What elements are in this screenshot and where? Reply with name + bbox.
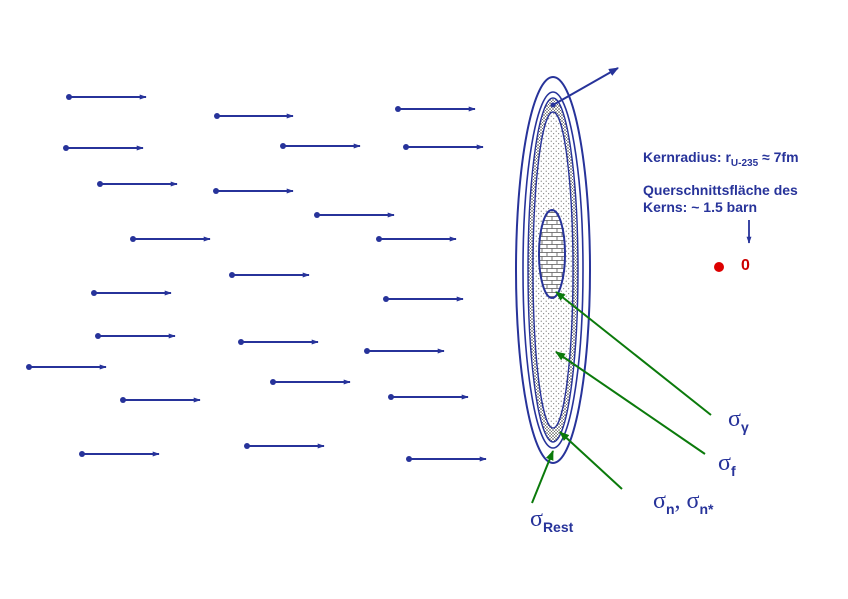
neutron-arrow xyxy=(97,181,178,187)
sigma-gamma-label: σγ xyxy=(728,406,749,435)
pointer-rest xyxy=(531,450,554,504)
neutron-arrow xyxy=(214,113,294,119)
neutron-arrow xyxy=(229,272,310,278)
label-pointers xyxy=(531,291,712,504)
neutron-arrow xyxy=(270,379,351,385)
neutron-arrow xyxy=(130,236,211,242)
neutron-arrow xyxy=(95,333,176,339)
target-cross-section xyxy=(515,76,591,464)
neutron-arrow xyxy=(213,188,294,194)
neutron-arrow xyxy=(66,94,147,100)
neutron-flux xyxy=(26,94,487,462)
neutron-arrow xyxy=(280,143,361,149)
scattered-neutron-arrow xyxy=(550,67,619,108)
neutron-arrow xyxy=(120,397,201,403)
cross-section-area-line2: Kerns: ~ 1.5 barn xyxy=(643,199,757,215)
cross-section-area-line1: Querschnittsfläche des xyxy=(643,182,798,198)
nucleus-dot-label: 0 xyxy=(741,257,750,274)
capture-region xyxy=(538,209,566,299)
neutron-arrow xyxy=(63,145,144,151)
neutron-arrow xyxy=(244,443,325,449)
neutron-arrow xyxy=(79,451,160,457)
neutron-arrow xyxy=(314,212,395,218)
sigma-rest-label: σRest xyxy=(530,506,574,535)
neutron-arrow xyxy=(395,106,476,112)
pointer-gamma xyxy=(555,291,712,416)
neutron-arrow xyxy=(364,348,445,354)
neutron-arrow xyxy=(26,364,107,370)
neutron-arrow xyxy=(238,339,319,345)
pointer-neutron xyxy=(559,431,623,490)
sigma-fission-label: σf xyxy=(718,450,736,479)
nucleus-dot xyxy=(714,262,724,272)
neutron-arrow xyxy=(91,290,172,296)
neutron-arrow xyxy=(403,144,484,150)
neutron-arrow xyxy=(406,456,487,462)
neutron-arrow xyxy=(388,394,469,400)
pointer-fission xyxy=(555,351,706,455)
neutron-arrow xyxy=(376,236,457,242)
sigma-neutron-label: σn, σn* xyxy=(653,488,714,517)
kernradius-text: Kernradius: rU-235 ≈ 7fm xyxy=(643,149,799,169)
neutron-arrow xyxy=(383,296,464,302)
